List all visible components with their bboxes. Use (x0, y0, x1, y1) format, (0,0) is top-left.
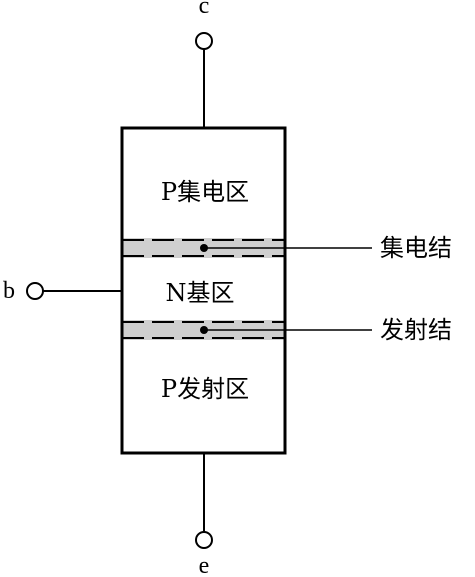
emitter-terminal-circle (195, 531, 213, 549)
collector-terminal-circle (195, 32, 213, 50)
collector-terminal-label: c (199, 0, 210, 19)
collector-region-label: P集电区 (161, 178, 249, 206)
base-terminal-label: b (3, 278, 15, 304)
base-terminal-circle (26, 282, 44, 300)
emitter-terminal-label: e (199, 553, 210, 577)
emitter-region-label: P发射区 (161, 375, 249, 403)
emitter-junction-label: 发射结 (380, 316, 452, 344)
collector-junction-label: 集电结 (380, 234, 452, 262)
base-region-label: N基区 (166, 279, 235, 307)
